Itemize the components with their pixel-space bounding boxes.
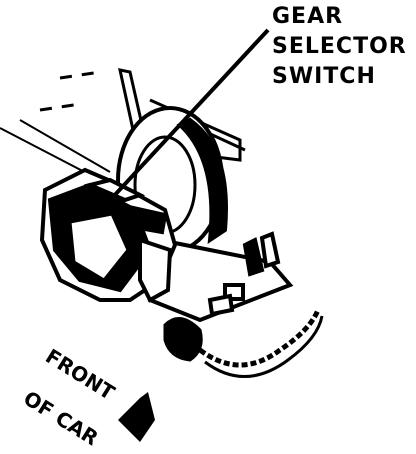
front-arrow xyxy=(118,392,155,442)
callout-line-gear: GEAR xyxy=(272,4,344,29)
front-of-car-text: FRONT OF CAR xyxy=(19,344,119,450)
of-car-text: OF CAR xyxy=(19,386,102,450)
front-text: FRONT xyxy=(41,344,119,405)
callout-line-selector: SELECTOR xyxy=(272,34,407,59)
callout-line-switch: SWITCH xyxy=(272,64,376,89)
switch-housing xyxy=(39,167,178,303)
reference-line-2 xyxy=(19,119,111,173)
callout-label: GEAR SELECTOR SWITCH xyxy=(272,2,407,92)
dashed-guide-lines xyxy=(39,70,101,112)
wiring-harness xyxy=(163,308,324,378)
callout-leader-line xyxy=(110,28,270,200)
